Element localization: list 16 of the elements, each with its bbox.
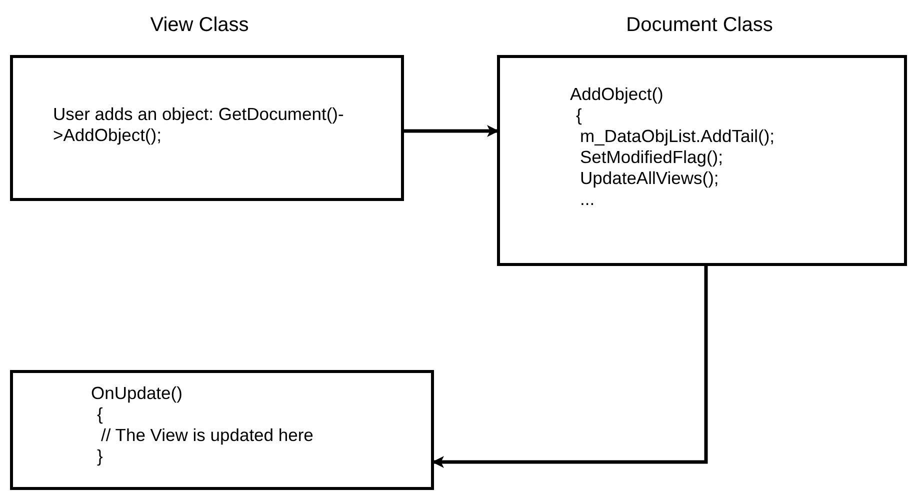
code-line: OnUpdate() <box>91 383 182 404</box>
code-line: } <box>96 446 103 467</box>
code-line: ... <box>579 189 595 210</box>
code-line: AddObject() <box>570 84 664 105</box>
code-line: UpdateAllViews(); <box>579 168 719 189</box>
arrow <box>432 266 708 468</box>
code-line: m_DataObjList.AddTail(); <box>579 126 775 147</box>
box-title: View Class <box>149 14 250 37</box>
code-line: { <box>96 404 103 425</box>
class-box <box>10 370 434 490</box>
code-line: // The View is updated here <box>100 425 314 446</box>
code-text: User adds an object: GetDocument()->AddObject(); <box>53 104 345 146</box>
code-line: SetModifiedFlag(); <box>579 147 723 168</box>
code-line: { <box>575 105 582 126</box>
arrow <box>404 125 499 137</box>
box-title: Document Class <box>625 14 774 37</box>
